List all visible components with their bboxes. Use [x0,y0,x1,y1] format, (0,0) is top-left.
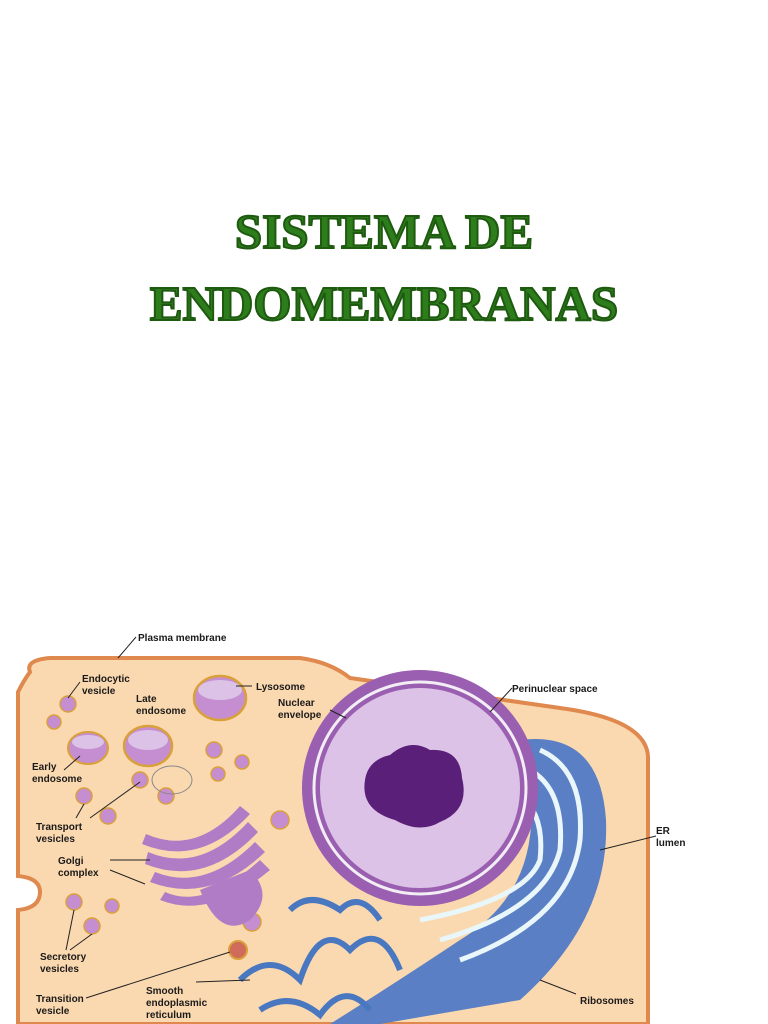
transition-vesicle [228,940,248,960]
label-secretory-vesicles-1: Secretory [40,952,87,963]
label-nuclear-envelope-2: envelope [278,710,322,721]
label-smooth-er-1: Smooth [146,986,183,997]
label-smooth-er-2: endoplasmic [146,998,208,1009]
late-endosome [122,724,174,768]
label-transport-vesicles-2: vesicles [36,834,75,845]
title-line-2: ENDOMEMBRANAS [149,275,619,332]
label-lysosome: Lysosome [256,682,306,693]
label-endocytic-vesicle-1: Endocytic [82,674,130,685]
early-endosome [67,731,109,765]
label-plasma-membrane: Plasma membrane [138,633,227,644]
label-transition-vesicle-2: vesicle [36,1006,70,1017]
label-endocytic-vesicle-2: vesicle [82,686,116,697]
empty-vesicle [151,765,193,795]
diagram-labels: Plasma membrane Endocytic vesicle Late e… [32,633,685,1021]
label-early-endosome-2: endosome [32,774,82,785]
label-smooth-er-3: reticulum [146,1010,191,1021]
leader-lines [63,636,657,999]
label-late-endosome-2: endosome [136,706,186,717]
nucleus [302,670,538,906]
label-er-lumen-2: lumen [656,838,685,849]
label-ribosomes: Ribosomes [580,996,634,1007]
lysosome [192,674,248,722]
label-early-endosome-1: Early [32,762,57,773]
label-late-endosome-1: Late [136,694,157,705]
label-golgi-complex-1: Golgi [58,856,84,867]
vesicles [46,695,290,935]
label-transition-vesicle-1: Transition [36,994,84,1005]
label-golgi-complex-2: complex [58,868,99,879]
golgi-complex [142,806,270,926]
label-nuclear-envelope-1: Nuclear [278,698,315,709]
smooth-er [237,897,403,1020]
label-secretory-vesicles-2: vesicles [40,964,79,975]
label-er-lumen-1: ER [656,826,671,837]
title-line-1: SISTEMA DE [234,203,534,260]
label-perinuclear-space: Perinuclear space [512,684,598,695]
nucleolus [364,745,464,828]
cell-diagram: Plasma membrane Endocytic vesicle Late e… [16,633,685,1024]
page-title: SISTEMA DE ENDOMEMBRANAS [0,196,768,340]
label-transport-vesicles-1: Transport [36,822,83,833]
